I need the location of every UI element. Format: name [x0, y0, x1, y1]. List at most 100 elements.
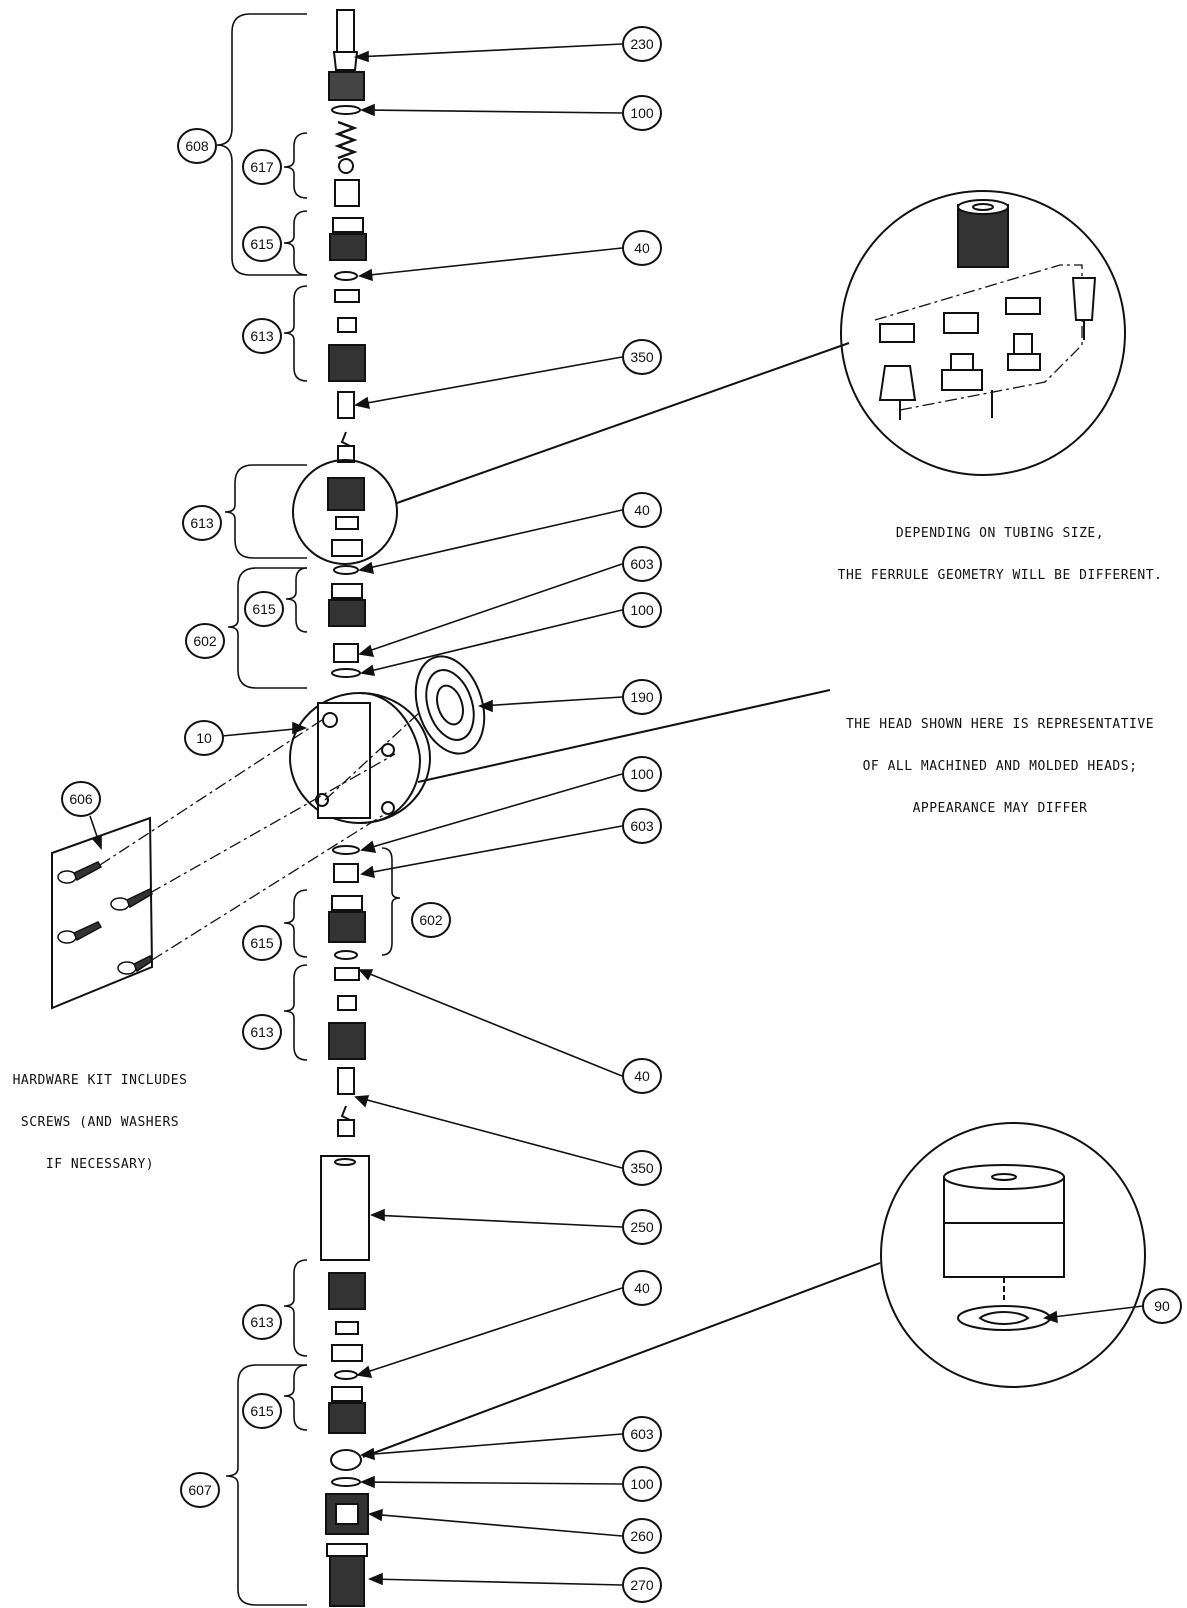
svg-text:615: 615	[250, 1403, 274, 1419]
ferrule-613-c	[328, 967, 366, 1060]
hardware-note-line-3: IF NECESSARY)	[45, 1157, 155, 1172]
callout-603-a: 603	[622, 546, 662, 582]
pump-head-10	[289, 692, 431, 824]
svg-text:607: 607	[188, 1482, 212, 1498]
svg-text:603: 603	[630, 818, 654, 834]
callout-350-a: 350	[622, 339, 662, 375]
group-callout-617: 617	[242, 149, 282, 185]
svg-text:40: 40	[634, 1068, 650, 1084]
valve-body-615-d	[328, 1386, 366, 1434]
hardware-kit-note: HARDWARE KIT INCLUDES SCREWS (AND WASHER…	[0, 1046, 200, 1186]
callout-40-a: 40	[622, 230, 662, 266]
svg-text:270: 270	[630, 1577, 654, 1593]
part-230-tube-adapter	[328, 9, 365, 101]
callout-100-a: 100	[622, 95, 662, 131]
o-ring-100-d	[331, 1477, 361, 1487]
svg-text:250: 250	[630, 1219, 654, 1235]
ferrule-note-line-2: THE FERRULE GEOMETRY WILL BE DIFFERENT.	[837, 568, 1163, 583]
group-callout-608: 608	[177, 128, 217, 164]
svg-text:40: 40	[634, 240, 650, 256]
head-representative-note: THE HEAD SHOWN HERE IS REPRESENTATIVE OF…	[820, 690, 1180, 830]
svg-text:613: 613	[250, 1024, 274, 1040]
hardware-kit-606	[51, 816, 154, 1010]
group-callout-613-a: 613	[242, 318, 282, 354]
ferrule-detail-circle-small	[292, 459, 398, 565]
ferrule-geometry-detail	[840, 190, 1126, 476]
o-ring-100-b	[331, 668, 361, 678]
diaphragm-190	[414, 655, 486, 755]
callout-90: 90	[1142, 1288, 1182, 1324]
foot-valve-260	[325, 1493, 369, 1535]
svg-text:608: 608	[185, 138, 209, 154]
weight-detail-leader	[362, 1262, 881, 1458]
callout-10: 10	[184, 720, 224, 756]
callout-606: 606	[61, 781, 101, 817]
group-callout-615-d: 615	[242, 1393, 282, 1429]
group-brackets	[216, 13, 401, 1606]
svg-text:10: 10	[196, 730, 212, 746]
head-note-leader	[417, 689, 831, 783]
svg-text:613: 613	[190, 515, 214, 531]
svg-text:603: 603	[630, 556, 654, 572]
callout-250: 250	[622, 1209, 662, 1245]
svg-text:617: 617	[250, 159, 274, 175]
svg-text:606: 606	[69, 791, 93, 807]
callout-100-d: 100	[622, 1466, 662, 1502]
ball-cage-603-b	[333, 863, 359, 883]
svg-text:40: 40	[634, 1280, 650, 1296]
strainer-270	[326, 1543, 368, 1607]
ball-cage-603-c	[330, 1449, 362, 1471]
svg-text:190: 190	[630, 689, 654, 705]
tubing-350-b	[337, 1067, 355, 1137]
head-note-line-2: OF ALL MACHINED AND MOLDED HEADS;	[862, 759, 1138, 774]
group-callout-613-b: 613	[182, 505, 222, 541]
callout-40-d: 40	[622, 1270, 662, 1306]
spring-617	[334, 120, 360, 207]
svg-text:615: 615	[250, 236, 274, 252]
o-ring-40-c	[334, 950, 358, 960]
ball-cage-603-a	[333, 643, 359, 663]
svg-text:613: 613	[250, 328, 274, 344]
callout-100-b: 100	[622, 592, 662, 628]
callout-260: 260	[622, 1518, 662, 1554]
group-callout-615-a: 615	[242, 226, 282, 262]
o-ring-40-d	[334, 1370, 358, 1380]
callout-603-b: 603	[622, 808, 662, 844]
svg-text:100: 100	[630, 105, 654, 121]
svg-text:230: 230	[630, 36, 654, 52]
svg-text:260: 260	[630, 1528, 654, 1544]
callout-40-c: 40	[622, 1058, 662, 1094]
callout-350-b: 350	[622, 1150, 662, 1186]
svg-text:350: 350	[630, 349, 654, 365]
valve-body-615-c	[328, 895, 366, 943]
svg-text:602: 602	[419, 912, 443, 928]
o-ring-40-a	[334, 271, 358, 281]
hardware-note-line-1: HARDWARE KIT INCLUDES	[12, 1073, 188, 1088]
o-ring-100-c	[332, 845, 360, 855]
o-ring-100-top	[331, 105, 361, 115]
callout-190: 190	[622, 679, 662, 715]
group-callout-615-b: 615	[244, 591, 284, 627]
ferrule-613-a	[328, 289, 366, 382]
callout-40-b: 40	[622, 492, 662, 528]
hardware-note-line-2: SCREWS (AND WASHERS	[20, 1115, 180, 1130]
svg-text:350: 350	[630, 1160, 654, 1176]
svg-text:100: 100	[630, 766, 654, 782]
svg-text:615: 615	[250, 935, 274, 951]
hardware-dash-lines	[99, 711, 421, 961]
group-callout-602-a: 602	[185, 623, 225, 659]
svg-text:613: 613	[250, 1314, 274, 1330]
svg-text:100: 100	[630, 1476, 654, 1492]
svg-text:603: 603	[630, 1426, 654, 1442]
svg-text:90: 90	[1154, 1298, 1170, 1314]
o-ring-40-b	[333, 565, 359, 575]
callout-270: 270	[622, 1567, 662, 1603]
group-callout-613-c: 613	[242, 1014, 282, 1050]
ferrule-note-line-1: DEPENDING ON TUBING SIZE,	[895, 526, 1105, 541]
ferrule-detail-leader	[396, 342, 850, 504]
ferrule-geometry-note: DEPENDING ON TUBING SIZE, THE FERRULE GE…	[820, 499, 1180, 597]
ferrule-613-d	[328, 1272, 366, 1362]
callout-100-c: 100	[622, 756, 662, 792]
svg-text:40: 40	[634, 502, 650, 518]
